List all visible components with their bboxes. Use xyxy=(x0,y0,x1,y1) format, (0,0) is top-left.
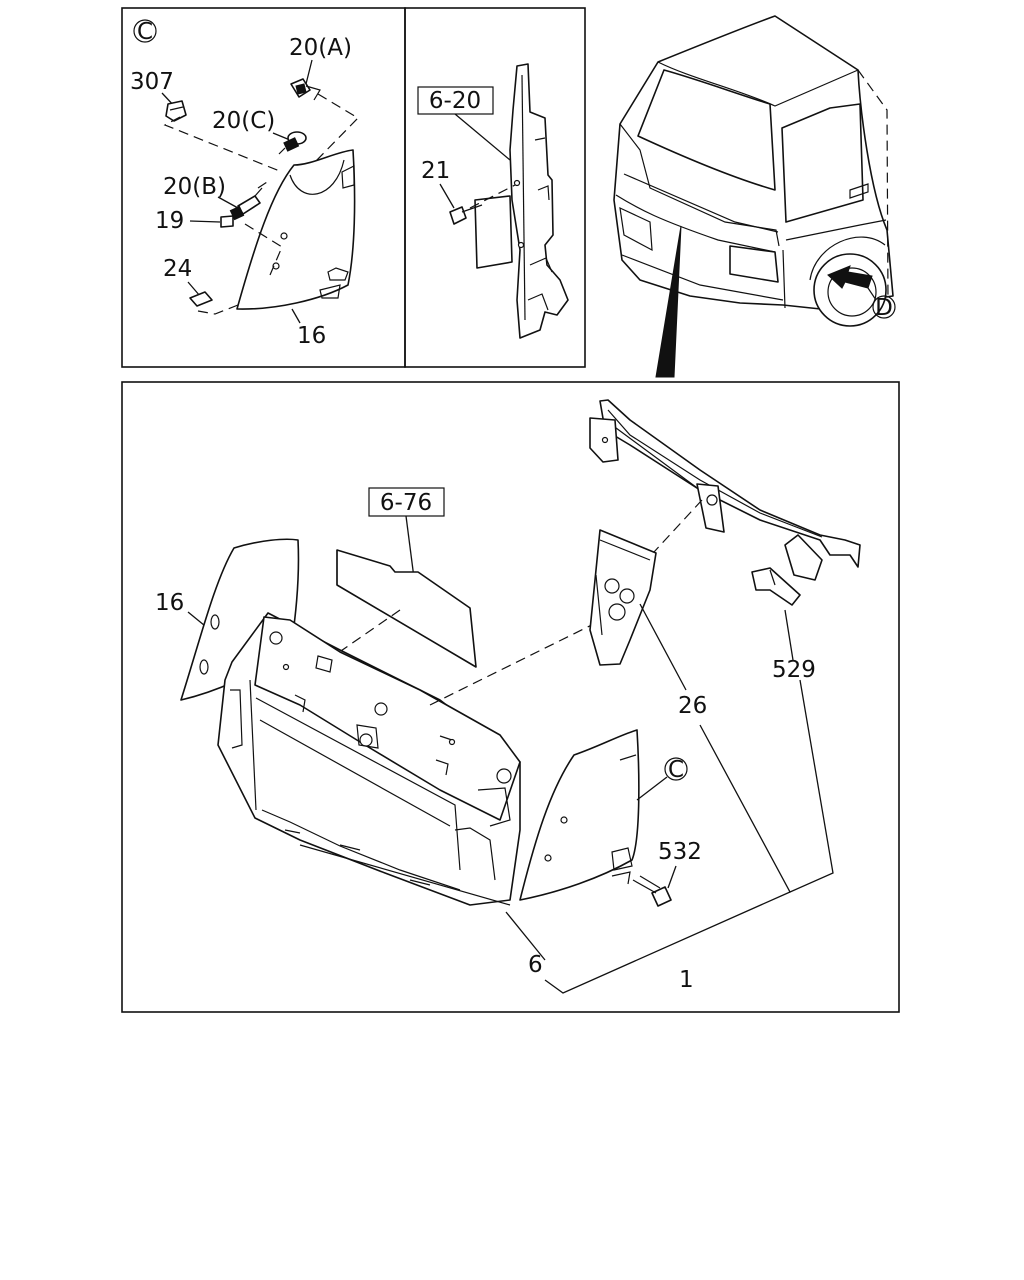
label-16-main: 16 xyxy=(155,590,184,616)
bolt-532 xyxy=(632,875,672,907)
detail-c-marker: C xyxy=(137,19,153,45)
corner-panel-16-detail xyxy=(236,149,356,310)
cowl-cross-member xyxy=(589,399,861,581)
view-d-marker: D xyxy=(875,295,893,321)
label-19: 19 xyxy=(155,208,184,234)
tag-19 xyxy=(220,215,234,228)
ref-label-6-20: 6-20 xyxy=(429,88,481,114)
label-21: 21 xyxy=(421,158,450,184)
label-26: 26 xyxy=(678,693,707,719)
clip-307 xyxy=(165,100,187,122)
label-307: 307 xyxy=(130,69,174,95)
label-20c: 20(C) xyxy=(212,108,275,134)
front-panel-6 xyxy=(217,612,521,906)
clip-20a xyxy=(290,78,321,101)
label-20b: 20(B) xyxy=(163,174,226,200)
label-529: 529 xyxy=(772,657,816,683)
clip-20b xyxy=(229,187,263,221)
detail-c-panel: C 307 20(A) 20(C) 20(B) 19 24 16 xyxy=(121,7,406,368)
main-assembly-panel: 6-76 16 xyxy=(121,381,900,1013)
ref-label-6-76: 6-76 xyxy=(380,490,432,516)
detail-bracket-panel: 6-20 21 xyxy=(404,7,586,368)
label-1: 1 xyxy=(679,967,694,993)
label-532: 532 xyxy=(658,839,702,865)
reinforcement-26 xyxy=(589,529,657,666)
bracket-529 xyxy=(751,567,801,606)
label-16-detail: 16 xyxy=(297,323,326,349)
bolt-21 xyxy=(449,204,483,225)
insulator-pad xyxy=(336,549,477,668)
label-20a: 20(A) xyxy=(289,35,352,61)
detail-c-reference-marker: C xyxy=(668,757,684,783)
clip-20c xyxy=(278,131,307,155)
label-24: 24 xyxy=(163,256,192,282)
label-6: 6 xyxy=(528,952,543,978)
pad-24 xyxy=(189,291,213,307)
bracket-6-20 xyxy=(474,63,569,339)
truck-cab-view: D xyxy=(613,15,896,378)
corner-panel-16-right xyxy=(519,729,640,901)
